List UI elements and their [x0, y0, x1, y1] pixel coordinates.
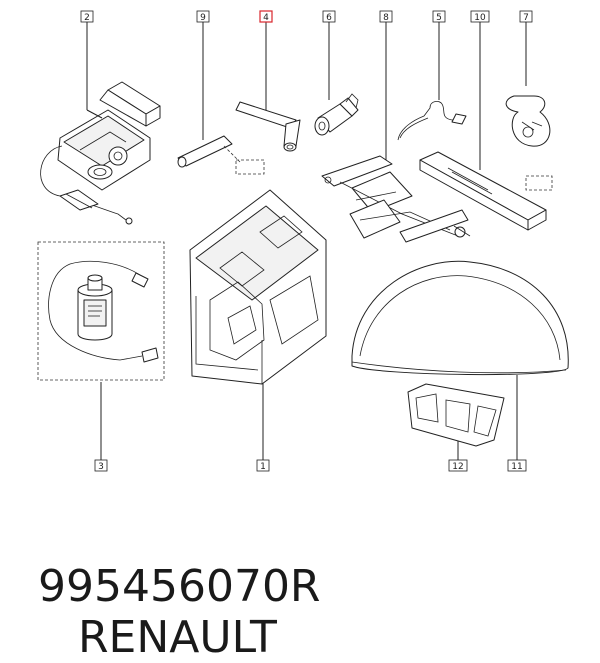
callout-10-label: 10: [474, 13, 486, 23]
wheel-bolt-bag: [505, 95, 551, 147]
towing-hook: [397, 100, 467, 141]
callout-11-label: 11: [511, 462, 522, 472]
foam-insert: [407, 383, 505, 447]
parts-diagram: 2 9 4 6 8 5 10 7 3 1 12 11: [37, 10, 569, 472]
callout-5-label: 5: [436, 13, 442, 23]
callout-4: 4: [259, 10, 273, 23]
tool-tray: [189, 189, 327, 385]
callout-7-label: 7: [523, 13, 529, 23]
socket-adaptor: [314, 93, 359, 136]
callout-9-label: 9: [200, 13, 206, 23]
compressor-kit-case: [40, 81, 161, 225]
callout-4-label: 4: [263, 13, 269, 23]
extension-bar: [177, 135, 265, 175]
callout-11: 11: [507, 459, 527, 472]
brand-name: RENAULT: [77, 612, 277, 663]
part-number: 995456070R: [37, 561, 321, 612]
callout-10: 10: [470, 10, 490, 23]
callout-3: 3: [94, 459, 108, 472]
sealant-kit: [37, 241, 165, 381]
spare-wheel-cover: [351, 260, 569, 376]
callout-7: 7: [519, 10, 533, 23]
callout-6: 6: [322, 10, 336, 23]
callout-3-label: 3: [98, 462, 104, 472]
callout-12-label: 12: [452, 462, 463, 472]
callout-2: 2: [80, 10, 94, 23]
callout-1-label: 1: [260, 462, 266, 472]
callout-5: 5: [432, 10, 446, 23]
callout-12: 12: [448, 459, 468, 472]
callout-2-label: 2: [84, 13, 90, 23]
scissor-jack: [321, 155, 471, 243]
callout-9: 9: [196, 10, 210, 23]
part-caption: 995456070R RENAULT: [10, 510, 321, 663]
jack-handle: [419, 151, 553, 231]
callout-8-label: 8: [383, 13, 389, 23]
callout-1: 1: [256, 459, 270, 472]
wheel-brace: [235, 101, 301, 152]
callout-8: 8: [379, 10, 393, 23]
callout-6-label: 6: [326, 13, 332, 23]
